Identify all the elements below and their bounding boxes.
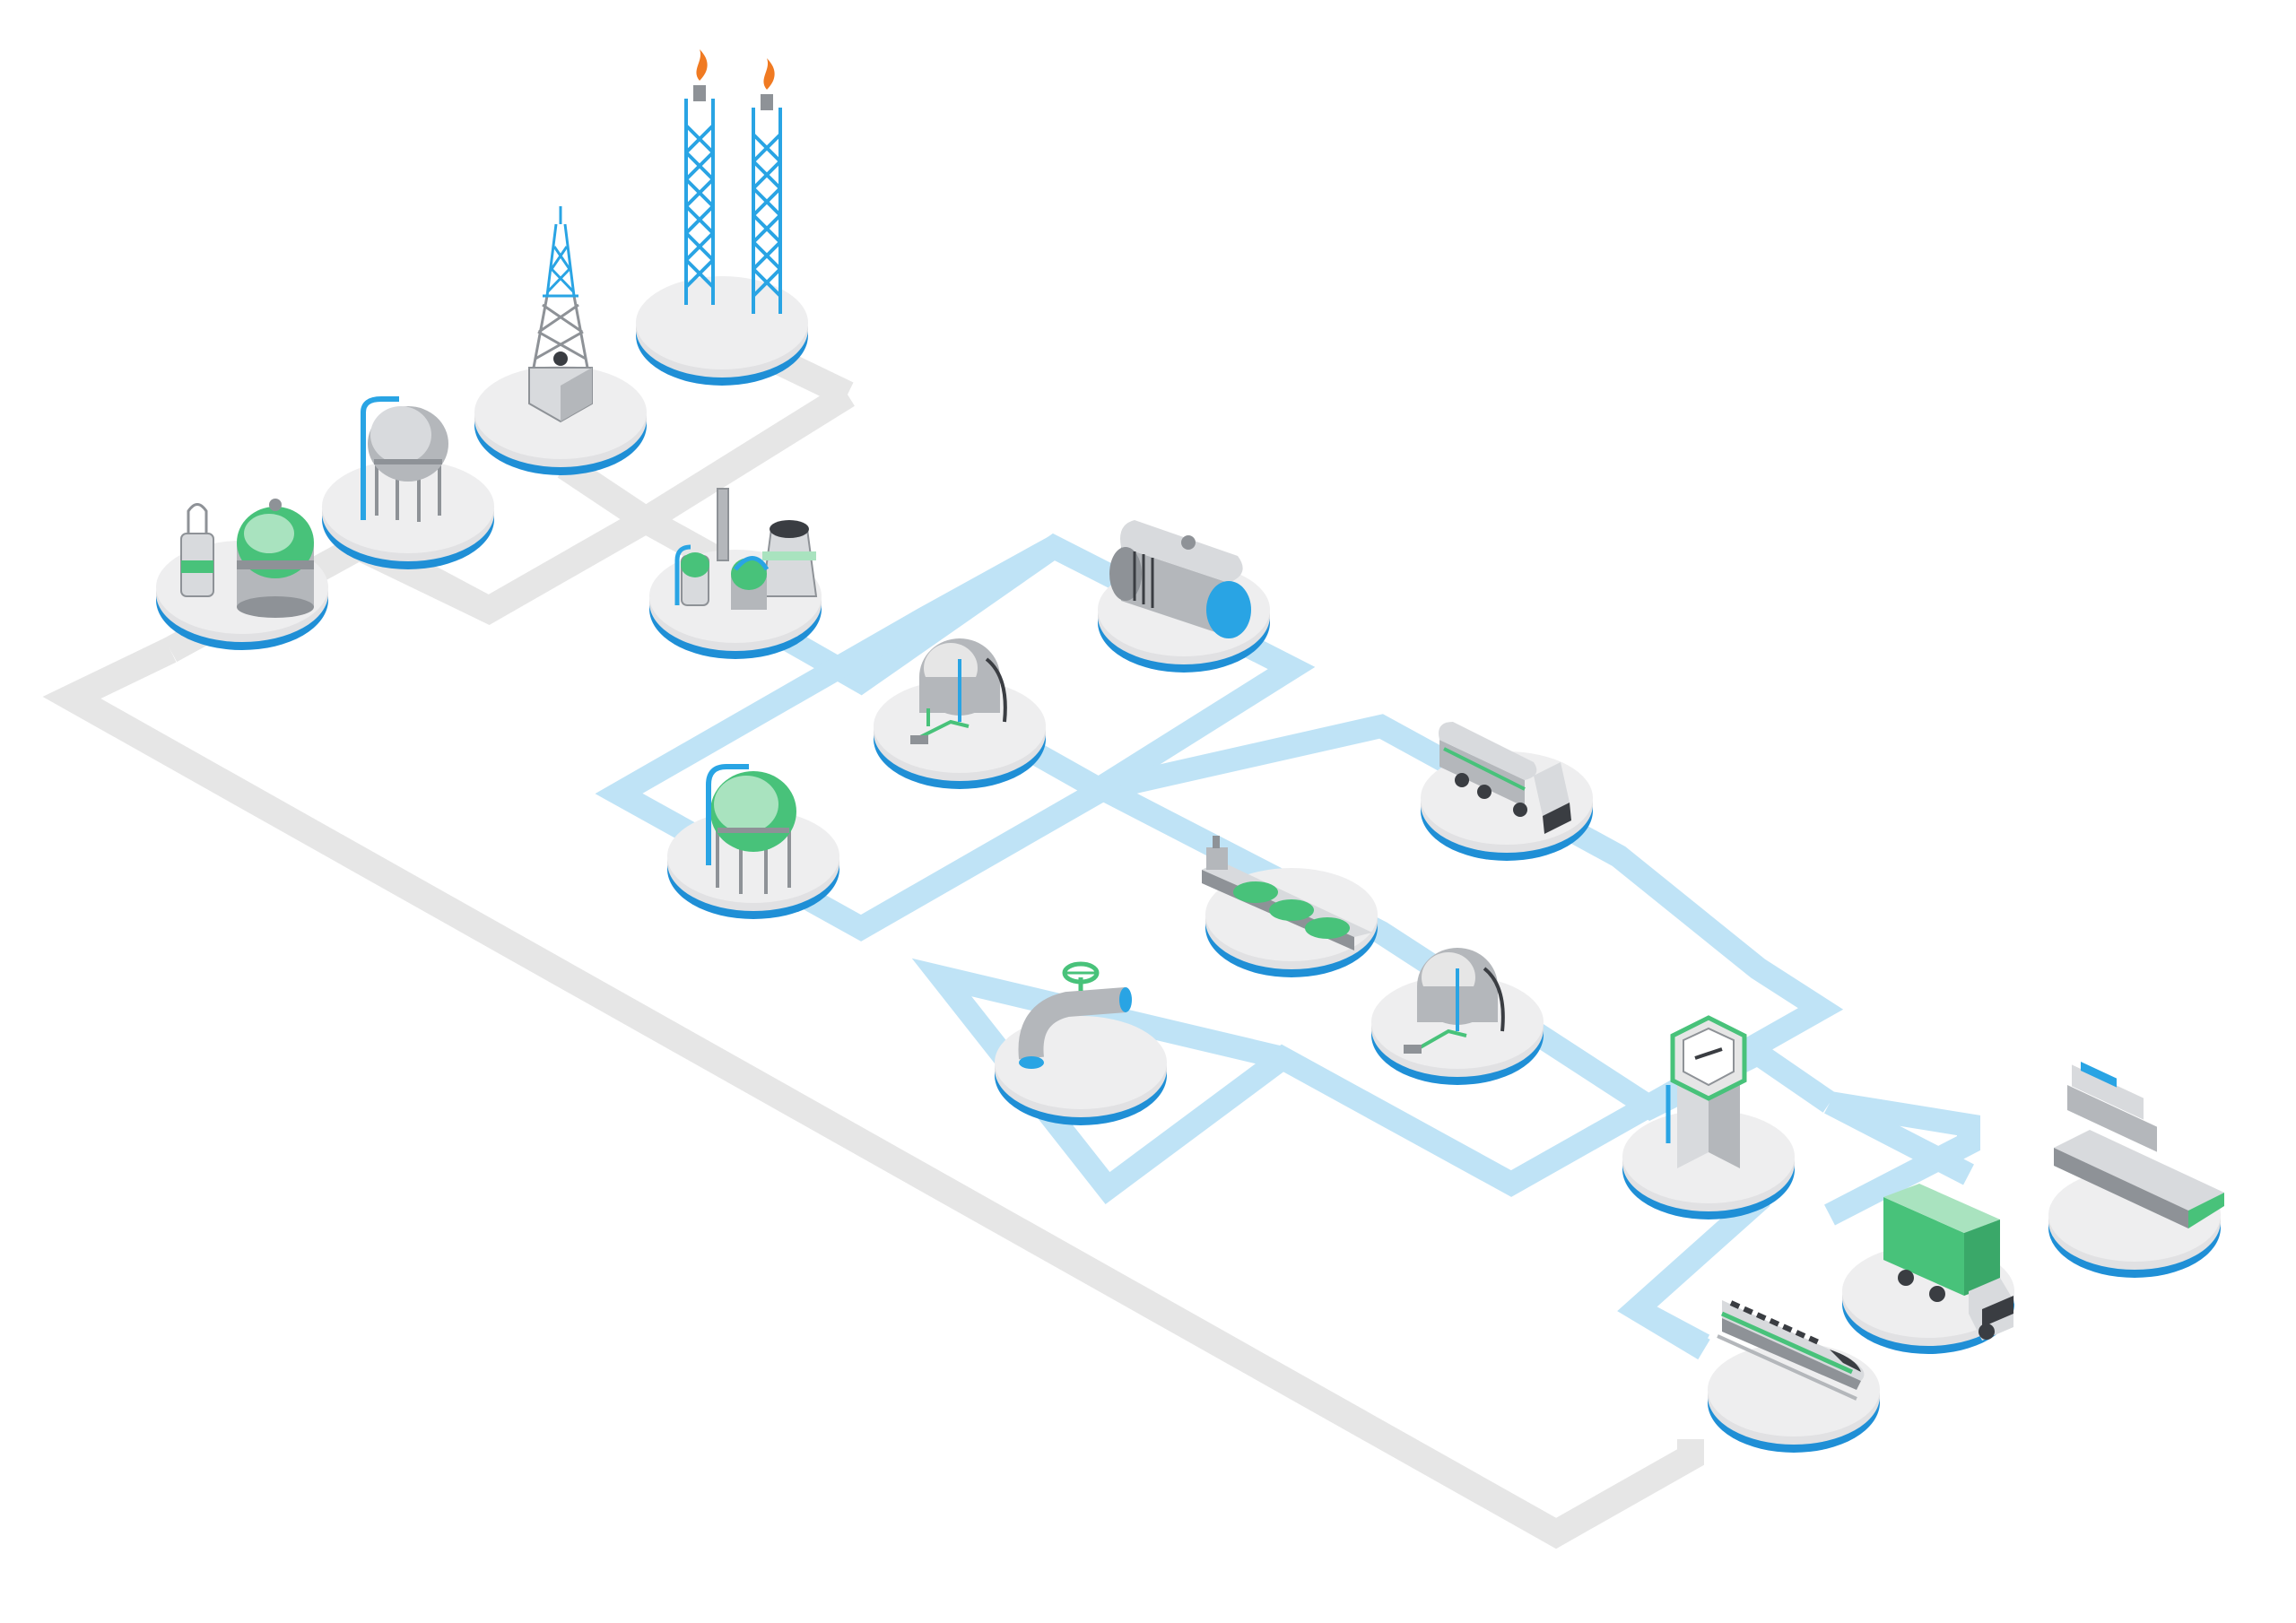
gray-pipeline-network [42,324,1704,1549]
dome-terminal-icon [910,638,1007,744]
disc-gas-flare-towers [636,276,808,386]
gray-pipe-main-loop [42,638,1704,1549]
dome-terminal-icon [1404,948,1505,1054]
blue-pipe-segment-6 [1824,1091,1980,1226]
disc-fuel-dispenser [1622,1110,1795,1219]
disc-top [874,680,1046,773]
pipeline-valve-icon [1018,961,1132,1069]
blue-pipe-segment-2 [595,536,1109,942]
cylinder-tank-icon [1109,520,1251,638]
flare-tower-icon [684,49,782,314]
spherical-tank-icon [706,764,796,894]
gray-pipe-branch-a [414,561,496,622]
blue-pipe-segment-9 [1631,1298,1710,1356]
processing-plant-icon [180,499,314,618]
liquefaction-plant-icon [674,488,818,610]
cargo-truck-icon [1883,1184,2013,1341]
disc-top [636,276,808,369]
blue-pipe-segment-7 [1824,1092,1974,1185]
cruise-ship-icon [2054,1062,2224,1228]
gray-pipe-branch-b [557,455,654,532]
drilling-rig-icon [528,206,593,423]
lng-carrier-icon [1202,836,1372,950]
disc-lng-receiving-dome [874,680,1046,789]
spherical-tank-icon [361,396,448,522]
blue-pipe-segment-5 [1751,1044,1837,1113]
fuel-dispenser-icon [1665,1015,1747,1168]
disc-top [1622,1110,1795,1203]
bullet-train-icon [1717,1300,1865,1401]
tanker-truck-icon [1439,722,1571,834]
